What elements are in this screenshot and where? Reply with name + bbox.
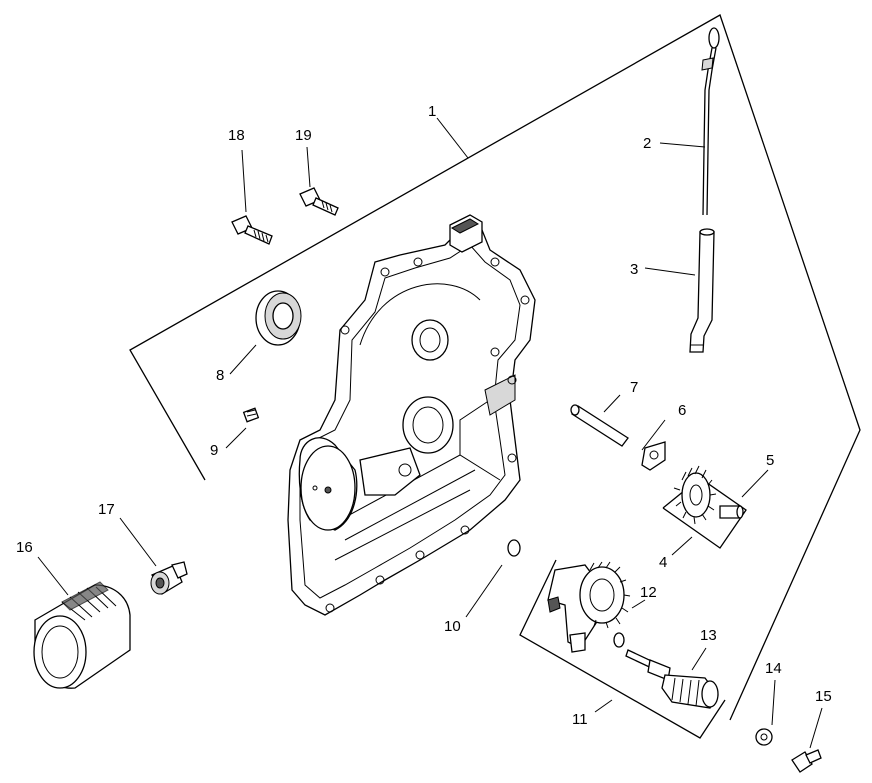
callout-3: 3 <box>630 261 638 278</box>
callout-2: 2 <box>643 135 651 152</box>
callout-5: 5 <box>766 452 774 469</box>
drain-washer <box>755 728 773 746</box>
callout-19: 19 <box>295 127 312 144</box>
callout-11: 11 <box>572 711 588 728</box>
callout-8: 8 <box>216 367 224 384</box>
dipstick <box>701 27 720 216</box>
callout-10: 10 <box>444 618 461 635</box>
callout-18: 18 <box>228 127 245 144</box>
oil-pickup-screen <box>625 649 719 709</box>
callout-12: 12 <box>640 584 657 601</box>
oil-pump-assembly <box>519 559 726 739</box>
assembly-bracket-1 <box>129 14 861 721</box>
drain-plug <box>791 749 822 773</box>
oil-filter <box>33 581 131 689</box>
set-screw <box>242 407 260 423</box>
callout-4: 4 <box>659 554 667 571</box>
callout-15: 15 <box>815 688 832 705</box>
callout-14: 14 <box>765 660 782 677</box>
dowel-pin <box>570 404 629 447</box>
callouts: 1 2 3 4 5 6 7 8 9 10 11 12 13 14 15 16 1… <box>16 103 832 728</box>
o-ring <box>507 539 521 557</box>
callout-7: 7 <box>630 379 638 396</box>
leader-lines <box>37 117 823 749</box>
callout-13: 13 <box>700 627 717 644</box>
callout-1: 1 <box>428 103 436 120</box>
bolt-18 <box>231 215 273 245</box>
lock-tab <box>641 441 666 471</box>
oil-seal <box>255 290 302 346</box>
bolt-19 <box>299 187 339 216</box>
crankcase-cover <box>287 214 536 616</box>
callout-6: 6 <box>678 402 686 419</box>
governor-gear-assembly <box>662 465 747 549</box>
filter-adapter <box>150 561 188 595</box>
dipstick-tube <box>689 228 715 353</box>
callout-9: 9 <box>210 442 218 459</box>
callout-16: 16 <box>16 539 33 556</box>
callout-17: 17 <box>98 501 115 518</box>
